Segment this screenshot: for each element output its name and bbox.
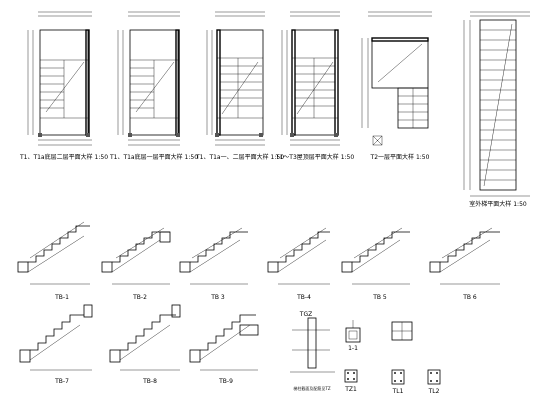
plan-5-title: T2一层平面大样 1:50 bbox=[370, 154, 430, 161]
plan-1-drawing bbox=[27, 11, 92, 146]
plan-2-drawing bbox=[117, 11, 180, 146]
tb-1-label: TB-1 bbox=[55, 294, 69, 301]
tb-9-label: TB-9 bbox=[219, 378, 233, 385]
note-line: 梯柱截面及配筋见TZ bbox=[293, 386, 331, 391]
plan-3-title: T1、T1a一、二层平面大样 1:50 bbox=[195, 154, 285, 161]
plan-4-drawing bbox=[281, 11, 340, 146]
plan-6-title: 室外梯平面大样 1:50 bbox=[469, 201, 527, 208]
tb-7-label: TB-7 bbox=[55, 378, 69, 385]
tz1-label: TZ1 bbox=[345, 386, 357, 393]
tb-3-label: TB 3 bbox=[211, 294, 225, 301]
flight-row-2 bbox=[19, 304, 259, 371]
plan-2-title: T1、T1a底层一层平面大样 1:50 bbox=[109, 154, 199, 161]
plan-4-title: T1～T3屋顶层平面大样 1:50 bbox=[275, 154, 355, 161]
plan-5-drawing bbox=[361, 11, 432, 146]
tb-5-label: TB 5 bbox=[373, 294, 387, 301]
tl1-label: TL1 bbox=[392, 388, 404, 395]
tb-8-label: TB-8 bbox=[143, 378, 157, 385]
details-group bbox=[290, 317, 441, 385]
tgz-label: TGZ bbox=[299, 311, 313, 318]
flight-row-1 bbox=[17, 221, 500, 285]
tb-6-label: TB 6 bbox=[463, 294, 477, 301]
tb-4-label: TB-4 bbox=[297, 294, 311, 301]
plan-1-title: T1、T1a底层二层平面大样 1:50 bbox=[19, 154, 109, 161]
tl2-label: TL2 bbox=[428, 388, 440, 395]
section-1-1-label: 1-1 bbox=[348, 345, 358, 352]
plan-3-drawing bbox=[206, 11, 265, 146]
tb-2-label: TB-2 bbox=[133, 294, 147, 301]
plan-6-drawing bbox=[463, 11, 530, 197]
